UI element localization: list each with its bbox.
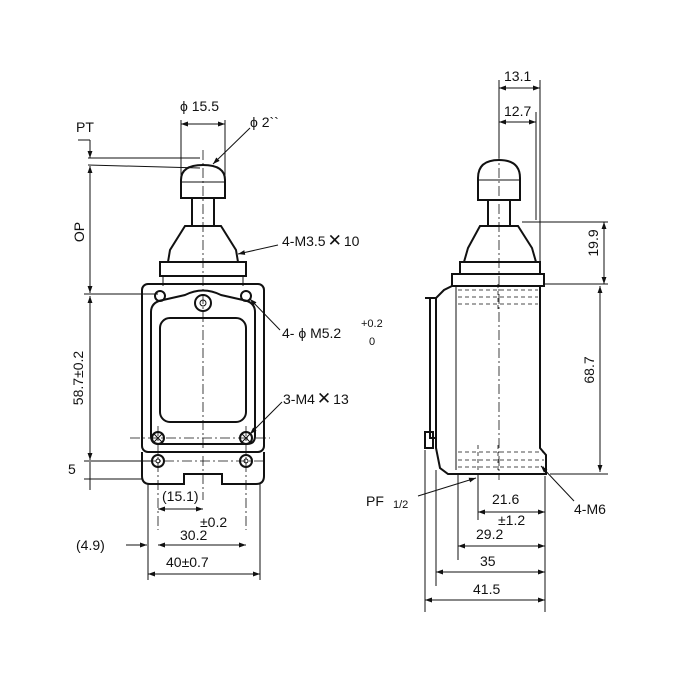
side-body-outline xyxy=(435,285,547,475)
side-plunger-head xyxy=(477,158,521,201)
label-13-1: 13.1 xyxy=(504,68,531,84)
label-base-screws: 3-M4✕13 xyxy=(283,389,349,408)
side-view: 13.1 12.7 19.9 68.7 PF 1/2 4-M6 21.6 ±1.… xyxy=(366,68,608,612)
label-mount-tol-upper: +0.2 xyxy=(361,318,383,330)
label-edge-offset: (4.9) xyxy=(76,537,105,553)
label-roller-dia: ϕ 15.5 xyxy=(180,98,219,114)
label-hole-pitch-ref: (15.1) xyxy=(162,488,199,504)
label-mount-tol-lower: 0 xyxy=(369,336,375,348)
label-hole-pitch-tol: ±0.2 xyxy=(200,514,227,530)
label-mount-holes: 4- ϕ M5.2 xyxy=(282,325,341,341)
front-view: PT OP ϕ 15.5 ϕ 2`` 4-M3.5✕10 4- ϕ M5.2 +… xyxy=(68,98,383,580)
label-35: 35 xyxy=(480,553,496,569)
label-19-9: 19.9 xyxy=(585,229,601,256)
label-cover-screws: 4-M3.5✕10 xyxy=(282,231,360,250)
label-68-7: 68.7 xyxy=(581,356,597,383)
label-12-7: 12.7 xyxy=(504,103,531,119)
side-head-housing xyxy=(462,225,538,263)
label-41-5: 41.5 xyxy=(473,581,500,597)
label-conduit-frac: 1/2 xyxy=(393,499,408,511)
label-op: OP xyxy=(71,222,87,242)
label-hole-pitch: 30.2 xyxy=(180,527,207,543)
label-foot: 5 xyxy=(68,461,76,477)
label-29-2-tol: ±1.2 xyxy=(498,512,525,528)
label-29-2: 29.2 xyxy=(476,526,503,542)
label-21-6: 21.6 xyxy=(492,491,519,507)
label-base-thread: 4-M6 xyxy=(574,501,606,517)
label-plunger-dia: ϕ 2`` xyxy=(250,114,279,130)
label-height: 58.7±0.2 xyxy=(70,351,86,406)
label-width: 40±0.7 xyxy=(166,554,209,570)
label-pt: PT xyxy=(76,119,94,135)
label-conduit: PF xyxy=(366,493,384,509)
